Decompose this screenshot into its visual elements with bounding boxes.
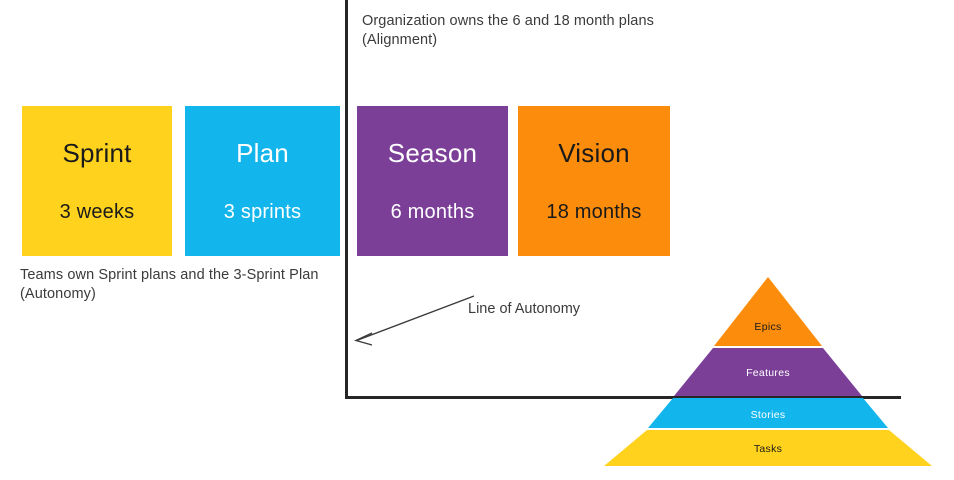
autonomy-annotation: Teams own Sprint plans and the 3-Sprint … (20, 267, 319, 302)
pyramid-label-stories: Stories (751, 409, 786, 421)
pyramid-label-epics: Epics (754, 321, 781, 333)
pyramid-label-features: Features (746, 367, 790, 379)
alignment-annotation: Organization owns the 6 and 18 month pla… (362, 13, 654, 48)
work-item-hierarchy-pyramid: Epics Features Stories Tasks (604, 277, 932, 466)
line-of-autonomy-label: Line of Autonomy (468, 301, 581, 317)
pyramid-label-tasks: Tasks (754, 443, 782, 455)
card-plan-title: Plan (236, 137, 289, 168)
card-sprint-subtitle: 3 weeks (59, 201, 135, 224)
line-of-autonomy-arrow (353, 295, 475, 346)
card-vision-title: Vision (558, 137, 630, 168)
pyramid-tier-epics[interactable] (714, 277, 822, 346)
card-sprint[interactable]: Sprint 3 weeks (22, 106, 172, 256)
card-plan-subtitle: 3 sprints (223, 201, 302, 224)
card-vision[interactable]: Vision 18 months (518, 106, 670, 256)
pyramid-tier-stories[interactable] (648, 398, 888, 428)
card-sprint-title: Sprint (62, 137, 132, 168)
card-plan[interactable]: Plan 3 sprints (185, 106, 340, 256)
card-season[interactable]: Season 6 months (357, 106, 508, 256)
horizontal-axis-line (345, 396, 901, 399)
pyramid-tier-tasks[interactable] (604, 430, 932, 466)
vertical-axis-line (345, 0, 348, 399)
card-vision-subtitle: 18 months (546, 201, 642, 224)
card-season-subtitle: 6 months (390, 201, 475, 224)
pyramid-tier-features[interactable] (674, 348, 862, 396)
card-season-title: Season (387, 137, 478, 168)
